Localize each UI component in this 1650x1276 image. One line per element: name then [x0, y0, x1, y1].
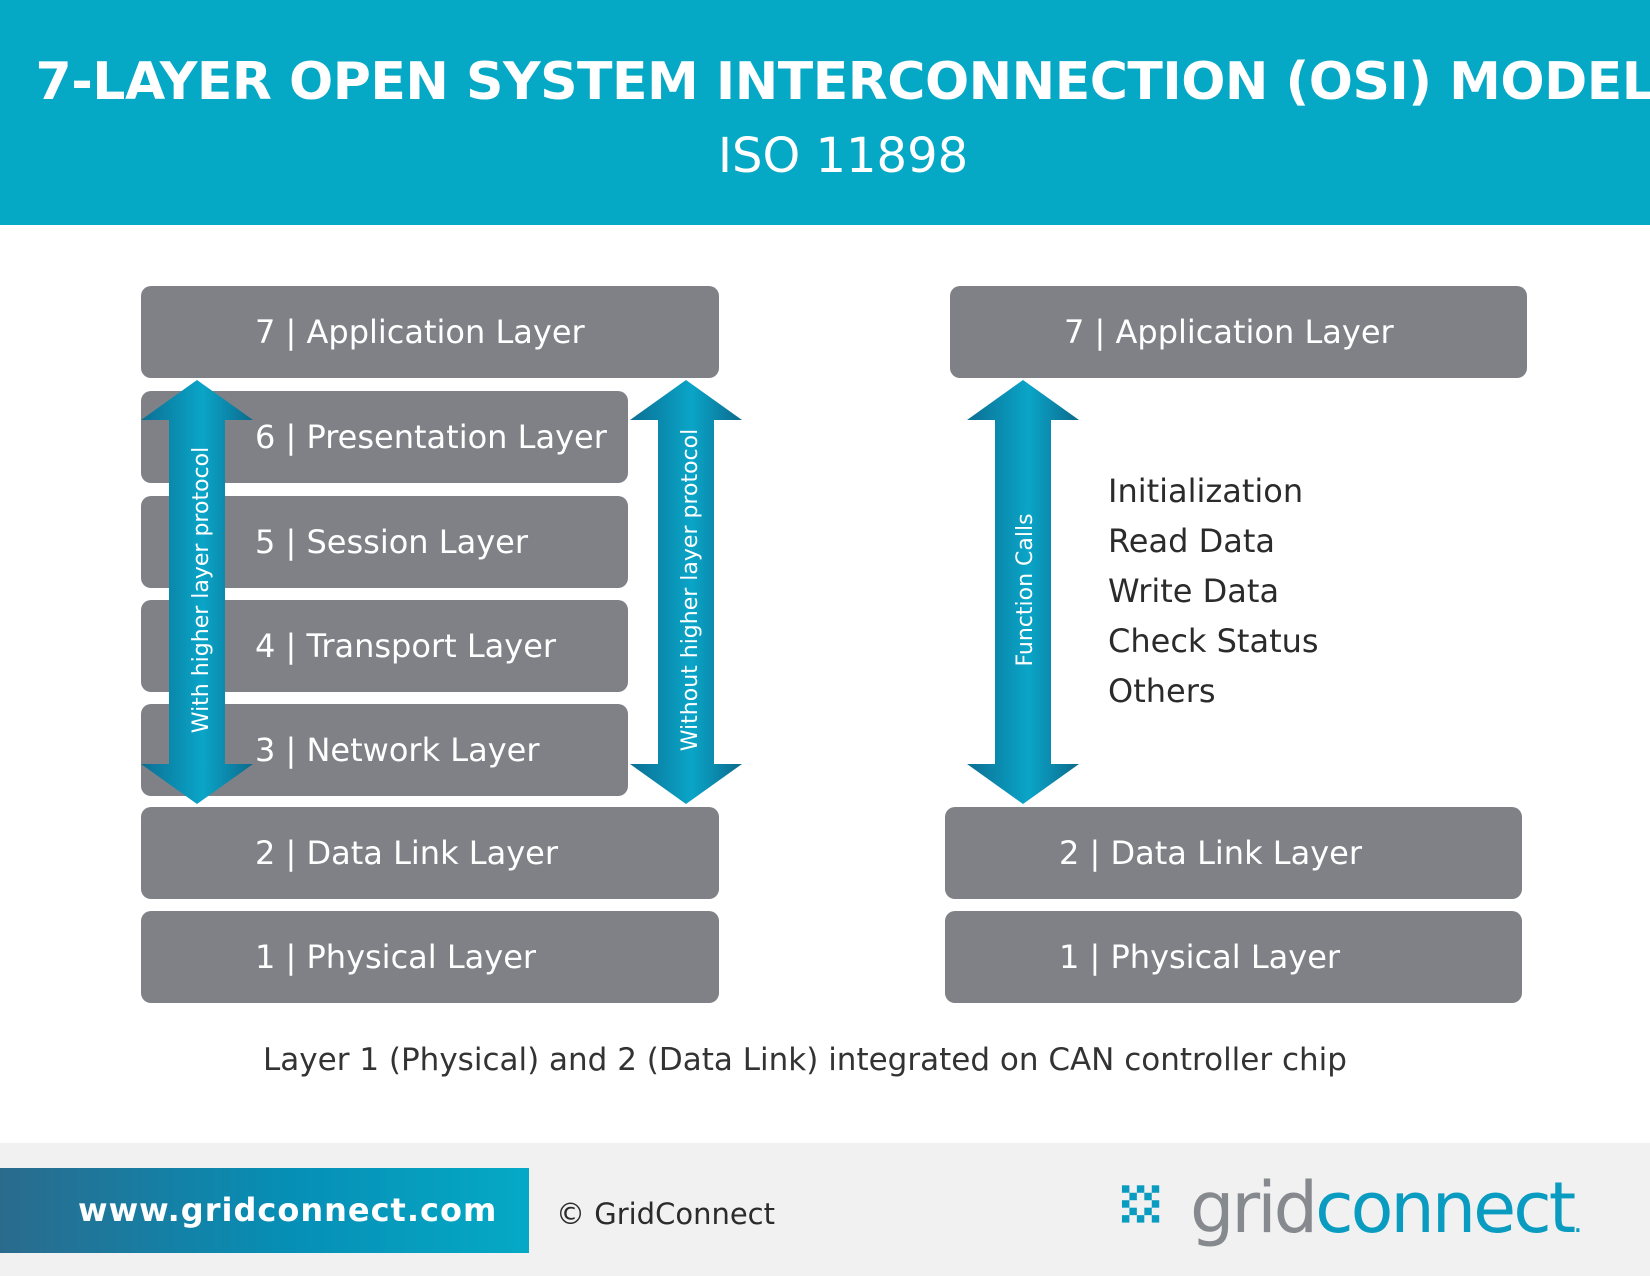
- gridconnect-logo-icon: [1121, 1185, 1160, 1223]
- right-layer-7: 7 | Application Layer: [950, 286, 1527, 378]
- left-layer-3-label: 3 | Network Layer: [255, 731, 540, 769]
- website-url: www.gridconnect.com: [78, 1191, 498, 1229]
- left-layer-2-label: 2 | Data Link Layer: [255, 834, 558, 872]
- copyright-text: © GridConnect: [556, 1197, 775, 1231]
- left-layer-2: 2 | Data Link Layer: [141, 807, 719, 899]
- left-layer-4-label: 4 | Transport Layer: [255, 627, 557, 665]
- website-link[interactable]: www.gridconnect.com: [0, 1168, 529, 1253]
- right-layer-2-label: 2 | Data Link Layer: [1059, 834, 1362, 872]
- list-item: Check Status: [1108, 622, 1319, 660]
- left-layer-7: 7 | Application Layer: [141, 286, 719, 378]
- logo-part-connect: connect: [1315, 1167, 1576, 1249]
- right-layer-2: 2 | Data Link Layer: [945, 807, 1522, 899]
- function-calls-arrow: Function Calls: [967, 380, 1079, 804]
- gridconnect-wordmark: gridconnect.: [1190, 1167, 1583, 1263]
- page-title: 7-LAYER OPEN SYSTEM INTERCONNECTION (OSI…: [35, 52, 1650, 112]
- function-calls-label: Function Calls: [1013, 513, 1038, 666]
- with-higher-layer-arrow: With higher layer protocol: [141, 380, 253, 804]
- list-item: Initialization: [1108, 472, 1304, 510]
- logo-dot: .: [1573, 1205, 1582, 1240]
- header-banner: [0, 0, 1650, 225]
- without-higher-layer-arrow: Without higher layer protocol: [630, 380, 742, 804]
- list-item: Read Data: [1108, 522, 1275, 560]
- footnote: Layer 1 (Physical) and 2 (Data Link) int…: [263, 1042, 1347, 1078]
- left-layer-5-label: 5 | Session Layer: [255, 523, 528, 561]
- list-item: Others: [1108, 672, 1216, 710]
- right-layer-1-label: 1 | Physical Layer: [1059, 938, 1341, 976]
- left-layer-1-label: 1 | Physical Layer: [255, 938, 537, 976]
- right-layer-7-label: 7 | Application Layer: [1064, 313, 1394, 351]
- left-layer-6-label: 6 | Presentation Layer: [255, 418, 607, 456]
- left-layer-7-label: 7 | Application Layer: [255, 313, 585, 351]
- logo-part-grid: grid: [1190, 1167, 1318, 1249]
- list-item: Write Data: [1108, 572, 1280, 610]
- without-higher-layer-label: Without higher layer protocol: [678, 429, 703, 751]
- function-list: Initialization Read Data Write Data Chec…: [1108, 466, 1319, 716]
- with-higher-layer-label: With higher layer protocol: [189, 447, 214, 733]
- left-layer-1: 1 | Physical Layer: [141, 911, 719, 1003]
- right-layer-1: 1 | Physical Layer: [945, 911, 1522, 1003]
- page-subtitle: ISO 11898: [717, 128, 969, 184]
